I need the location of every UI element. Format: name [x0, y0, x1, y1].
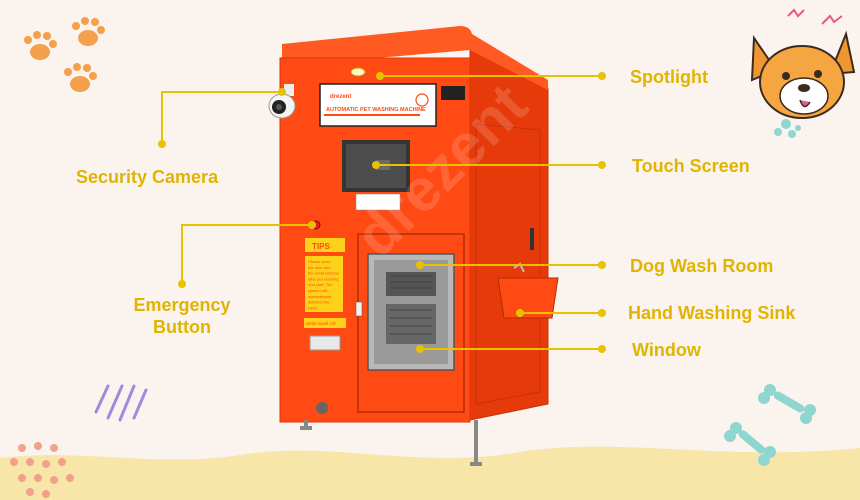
sign-panel: drezent AUTOMATIC PET WASHING MACHINE — [319, 83, 465, 127]
confetti-decoration — [10, 442, 74, 498]
paw-print-icon — [72, 17, 105, 46]
paw-print-icon — [24, 31, 57, 60]
bone-icon — [724, 422, 776, 466]
pet-washing-machine: drezent AUTOMATIC PET WASHING MACHINE TI… — [268, 26, 559, 466]
viewing-window — [367, 253, 455, 371]
security-camera-device — [268, 84, 296, 119]
towel-dispenser — [309, 335, 341, 351]
tips-text-line: automatically — [308, 294, 331, 299]
bone-icon — [758, 384, 816, 424]
leader-dot — [308, 221, 316, 229]
callout-label-security-camera: Security Camera — [76, 167, 219, 187]
leader-line-emergency-button — [181, 224, 312, 282]
leader-dot — [372, 161, 380, 169]
sign-title: AUTOMATIC PET WASHING MACHINE — [326, 107, 426, 113]
leader-line-security-camera — [161, 91, 282, 140]
leader-dot — [178, 280, 186, 288]
callout-label-spotlight: Spotlight — [630, 67, 708, 87]
spotlight-lamp — [350, 67, 366, 77]
tips-text-line: the small window — [308, 271, 339, 276]
tips-text-line: the door and — [308, 265, 330, 270]
tips-text-line: cabin. — [308, 305, 319, 310]
sign-brand: drezent — [330, 94, 351, 100]
leader-dot — [278, 88, 286, 96]
paw-print-icon — [64, 63, 97, 92]
callout-label-touch-screen: Touch Screen — [632, 156, 750, 176]
tips-text-line: Please close — [308, 259, 331, 264]
stripe-decoration — [94, 384, 148, 422]
dog-mascot-illustration — [750, 8, 856, 138]
floor-wave-decoration — [0, 446, 860, 500]
callout-label-window: Window — [632, 340, 701, 360]
towel-sticker-text: white towel roll — [306, 321, 336, 326]
tips-text-line: system will — [308, 288, 327, 293]
leader-dot — [376, 72, 384, 80]
leader-dot — [416, 261, 424, 269]
callout-label-hand-washing-sink: Hand Washing Sink — [628, 303, 796, 323]
towel-sticker — [304, 318, 346, 328]
callout-label-dog-wash-room: Dog Wash Room — [630, 256, 774, 276]
leader-dot — [416, 345, 424, 353]
tips-text-line: and care. The — [308, 282, 333, 287]
leader-dot — [598, 72, 606, 80]
leader-dot — [516, 309, 524, 317]
leader-dot — [598, 309, 606, 317]
leader-dot — [598, 345, 606, 353]
tips-title: TIPS — [312, 242, 330, 251]
leader-dot — [598, 261, 606, 269]
callout-label-emergency-button: Emergency Button — [133, 295, 231, 337]
machine-feet — [300, 402, 482, 466]
tips-text-line: after pet washing — [308, 276, 338, 281]
leader-dot — [598, 161, 606, 169]
tips-text-line: disinfect the — [308, 300, 330, 305]
leader-dot — [158, 140, 166, 148]
